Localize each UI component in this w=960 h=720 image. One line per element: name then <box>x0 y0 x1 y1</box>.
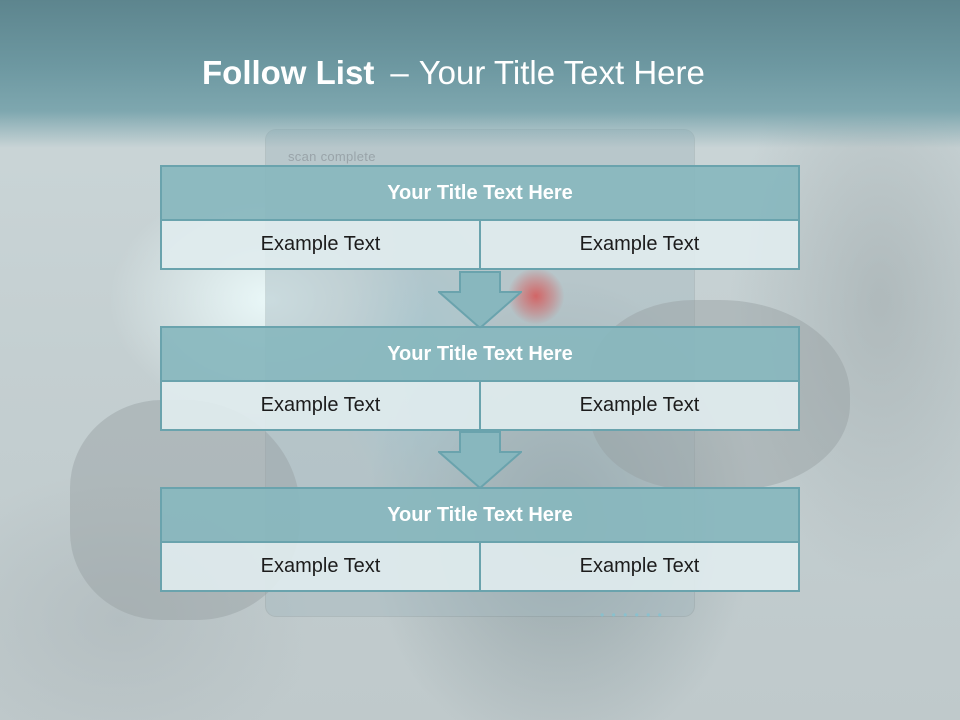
slide-title-bold: Follow List <box>202 54 375 91</box>
block-title[interactable]: Your Title Text Here <box>160 326 800 382</box>
down-arrow-icon <box>438 431 522 489</box>
block-title[interactable]: Your Title Text Here <box>160 487 800 543</box>
device-screen-caption: scan complete <box>288 149 376 164</box>
block-cell-left[interactable]: Example Text <box>160 543 481 592</box>
follow-block-3: Your Title Text Here Example Text Exampl… <box>160 487 800 592</box>
slide-title-rest: Your Title Text Here <box>418 54 705 91</box>
block-cell-right[interactable]: Example Text <box>481 543 800 592</box>
block-row: Example Text Example Text <box>160 543 800 592</box>
follow-block-2: Your Title Text Here Example Text Exampl… <box>160 326 800 431</box>
follow-block-1: Your Title Text Here Example Text Exampl… <box>160 165 800 270</box>
slide-title-dash: – <box>390 54 409 91</box>
down-arrow-icon <box>438 271 522 329</box>
block-cell-left[interactable]: Example Text <box>160 221 481 270</box>
device-indicator-dots: • • • • • • <box>600 608 664 622</box>
block-cell-left[interactable]: Example Text <box>160 382 481 431</box>
block-row: Example Text Example Text <box>160 382 800 431</box>
title-band <box>0 0 960 148</box>
block-title[interactable]: Your Title Text Here <box>160 165 800 221</box>
block-cell-right[interactable]: Example Text <box>481 221 800 270</box>
slide-title: Follow List–Your Title Text Here <box>202 54 705 92</box>
block-row: Example Text Example Text <box>160 221 800 270</box>
block-cell-right[interactable]: Example Text <box>481 382 800 431</box>
